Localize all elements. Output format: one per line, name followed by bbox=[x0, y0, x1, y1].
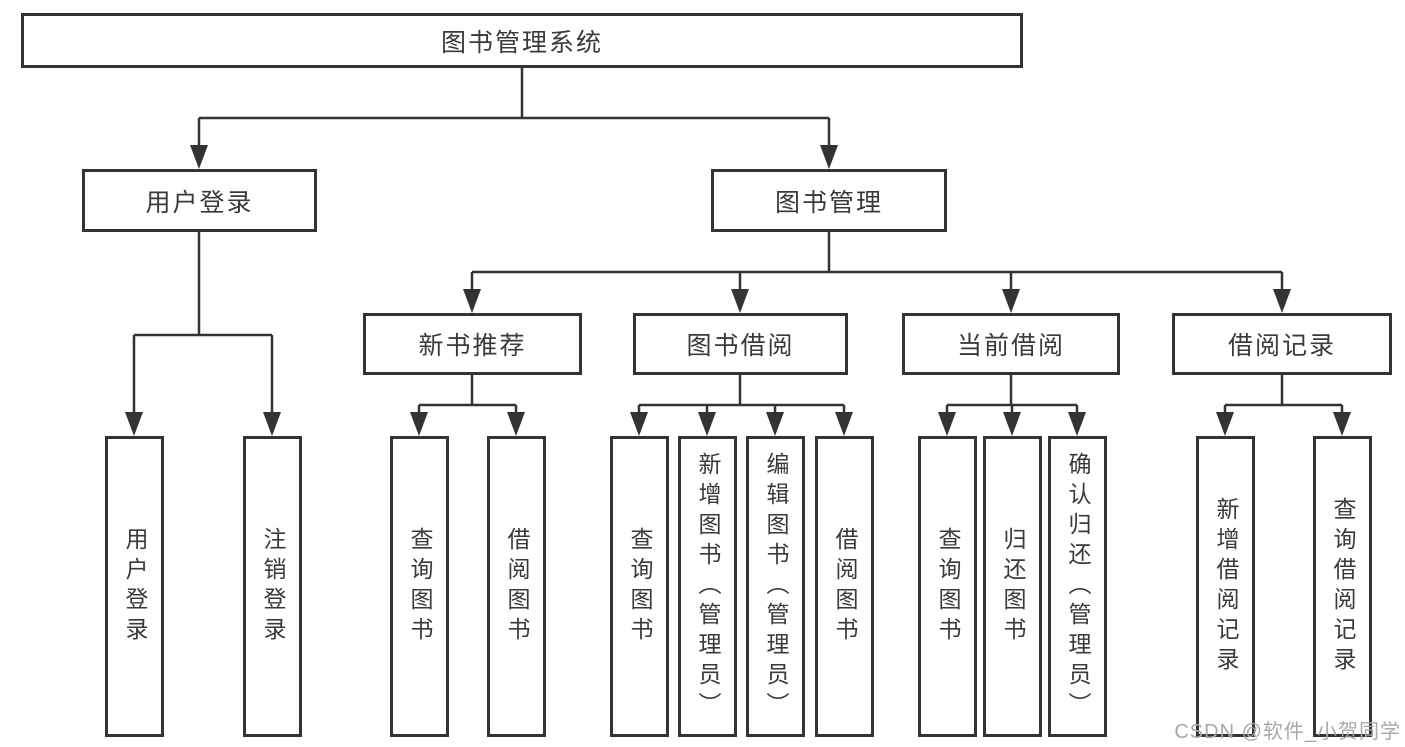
leaf-label: 查询借阅记录 bbox=[1330, 496, 1356, 677]
leaf-label: 借阅图书 bbox=[832, 526, 858, 647]
node-book-borrowing: 图书借阅 bbox=[633, 313, 848, 375]
leaf-records-add-record: 新增借阅记录 bbox=[1196, 436, 1255, 737]
leaf-label: 新增图书（管理员） bbox=[695, 451, 721, 722]
leaf-logout: 注销登录 bbox=[243, 436, 302, 737]
leaf-user-login: 用户登录 bbox=[105, 436, 164, 737]
leaf-label: 用户登录 bbox=[122, 526, 148, 647]
leaf-label: 归还图书 bbox=[1000, 526, 1026, 647]
leaf-label: 查询图书 bbox=[627, 526, 653, 647]
node-borrowing-records: 借阅记录 bbox=[1172, 313, 1392, 375]
leaf-borrow-edit-books-admin: 编辑图书（管理员） bbox=[746, 436, 805, 737]
leaf-current-confirm-return-admin: 确认归还（管理员） bbox=[1048, 436, 1107, 737]
leaf-label: 查询图书 bbox=[935, 526, 961, 647]
leaf-newbooks-query-books: 查询图书 bbox=[390, 436, 449, 737]
leaf-current-query-books: 查询图书 bbox=[918, 436, 977, 737]
node-library-management-system: 图书管理系统 bbox=[21, 13, 1023, 68]
leaf-label: 编辑图书（管理员） bbox=[763, 451, 789, 722]
node-book-management: 图书管理 bbox=[711, 169, 947, 232]
node-current-borrowing: 当前借阅 bbox=[902, 313, 1120, 375]
leaf-records-query-record: 查询借阅记录 bbox=[1313, 436, 1372, 737]
leaf-borrow-query-books: 查询图书 bbox=[610, 436, 669, 737]
watermark-text: CSDN @软件_小贺同学 bbox=[1174, 721, 1401, 743]
node-user-login: 用户登录 bbox=[82, 169, 317, 232]
node-new-book-recommendation: 新书推荐 bbox=[363, 313, 582, 375]
leaf-label: 查询图书 bbox=[407, 526, 433, 647]
leaf-current-return-books: 归还图书 bbox=[983, 436, 1042, 737]
leaf-borrow-borrow-books: 借阅图书 bbox=[815, 436, 874, 737]
leaf-label: 借阅图书 bbox=[504, 526, 530, 647]
leaf-label: 确认归还（管理员） bbox=[1065, 451, 1091, 722]
leaf-newbooks-borrow-books: 借阅图书 bbox=[487, 436, 546, 737]
leaf-label: 新增借阅记录 bbox=[1213, 496, 1239, 677]
leaf-borrow-add-books-admin: 新增图书（管理员） bbox=[678, 436, 737, 737]
leaf-label: 注销登录 bbox=[260, 526, 286, 647]
